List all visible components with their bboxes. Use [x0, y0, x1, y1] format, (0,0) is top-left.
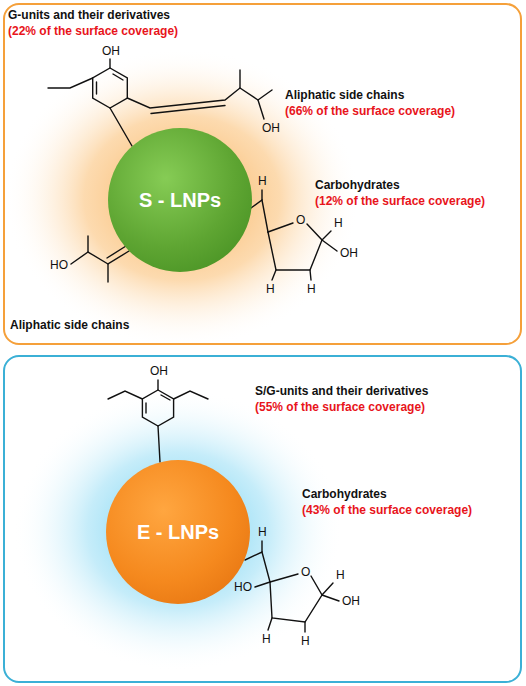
- group-heading: G-units and their derivatives: [8, 8, 170, 23]
- bond-line: [142, 390, 173, 426]
- side-chain-bonds: [71, 236, 129, 282]
- atom-label: H: [266, 282, 275, 296]
- bond-line: [145, 403, 146, 413]
- bond-line: [322, 231, 331, 240]
- coverage-percentage: (12% of the surface coverage): [315, 194, 485, 209]
- bond-line: [322, 240, 337, 251]
- group-heading: Aliphatic side chains: [10, 318, 129, 333]
- atom-label: O: [301, 565, 310, 579]
- sugar-bonds-bottom: [245, 541, 339, 632]
- bond-line: [268, 618, 272, 630]
- bond-line: [245, 552, 270, 582]
- bond-line: [261, 190, 262, 200]
- atom-label: H: [336, 568, 345, 582]
- bond-line: [48, 78, 93, 88]
- atom-label: H: [307, 282, 316, 296]
- atom-label: H: [262, 632, 271, 646]
- atom-label: OH: [102, 44, 120, 58]
- bond-line: [322, 595, 339, 601]
- atom-label: H: [334, 216, 343, 230]
- bond-line: [268, 223, 293, 232]
- bond-line: [161, 395, 170, 400]
- coverage-percentage: (66% of the surface coverage): [285, 104, 455, 119]
- nanoparticle-circle: S - LNPs: [108, 128, 252, 272]
- bond-line: [272, 270, 276, 280]
- atom-label: H: [258, 525, 267, 539]
- atom-label: OH: [340, 246, 358, 260]
- bond-line: [258, 100, 264, 119]
- bond-line: [251, 200, 268, 232]
- bond-line: [151, 106, 225, 114]
- coverage-percentage: (43% of the surface coverage): [302, 503, 472, 518]
- bond-line: [109, 59, 110, 68]
- particle-label: S - LNPs: [139, 189, 221, 212]
- s-unit-bonds: [108, 380, 208, 462]
- nanoparticle-circle: E - LNPs: [106, 460, 250, 604]
- group-panel: G-units and their derivatives(22% of the…: [3, 3, 522, 345]
- bond-line: [304, 622, 305, 632]
- blue-glow: [13, 388, 343, 672]
- bond-line: [261, 541, 262, 552]
- bond-line: [108, 391, 142, 399]
- bond-line: [157, 380, 158, 390]
- atom-label: OH: [150, 364, 168, 378]
- group-panel: S/G-units and their derivatives(55% of t…: [3, 355, 522, 683]
- bond-line: [88, 236, 108, 264]
- atom-label: HO: [50, 258, 68, 272]
- atom-label: OH: [342, 594, 360, 608]
- atom-label: HO: [234, 580, 252, 594]
- bond-line: [310, 270, 311, 280]
- atom-label: H: [301, 634, 310, 648]
- bond-line: [93, 68, 128, 108]
- particle-label: E - LNPs: [137, 521, 219, 544]
- group-heading: Carbohydrates: [302, 487, 387, 502]
- group-heading: Aliphatic side chains: [285, 88, 404, 103]
- bond-line: [71, 252, 88, 264]
- bond-line: [268, 224, 322, 270]
- bond-line: [240, 88, 272, 100]
- group-heading: S/G-units and their derivatives: [255, 384, 428, 399]
- bond-line: [110, 108, 132, 146]
- bond-line: [174, 391, 208, 399]
- bond-line: [255, 582, 270, 587]
- bond-line: [270, 574, 298, 582]
- bond-line: [322, 583, 333, 595]
- bond-line: [107, 246, 126, 258]
- bond-line: [96, 82, 97, 94]
- bond-line: [270, 576, 322, 622]
- atom-label: O: [296, 213, 305, 227]
- coverage-percentage: (22% of the surface coverage): [8, 24, 178, 39]
- bond-line: [127, 70, 240, 108]
- atom-label: H: [258, 174, 267, 188]
- coverage-percentage: (55% of the surface coverage): [255, 400, 425, 415]
- bond-line: [113, 74, 123, 80]
- group-heading: Carbohydrates: [315, 178, 400, 193]
- bond-line: [158, 426, 160, 462]
- atom-label: OH: [262, 121, 280, 135]
